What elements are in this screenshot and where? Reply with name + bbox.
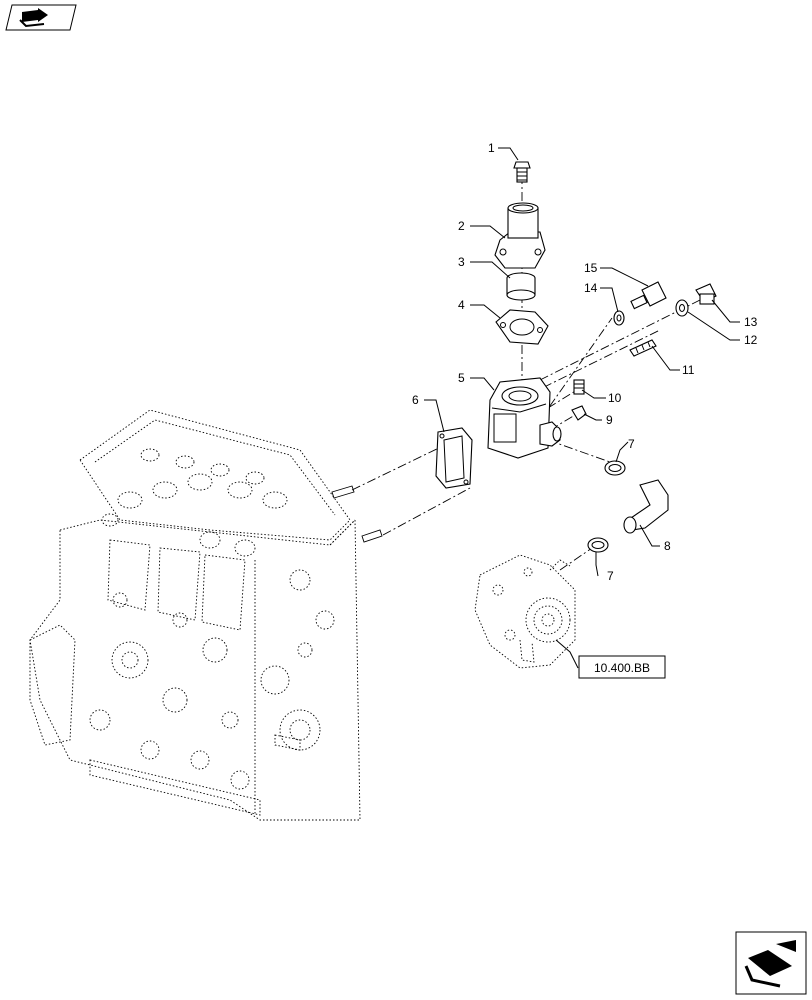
callout-15: 15 [584, 261, 598, 275]
callout-13: 13 [744, 315, 758, 329]
part-14-washer[interactable] [613, 310, 625, 326]
callout-3: 3 [458, 255, 465, 269]
book-arrow-icon[interactable] [5, 4, 77, 31]
callout-7-lower: 7 [607, 569, 614, 583]
part-5-thermostat-body[interactable] [487, 377, 562, 459]
callout-7-upper: 7 [628, 437, 635, 451]
reference-label: 10.400.BB [594, 661, 650, 675]
callout-5: 5 [458, 371, 465, 385]
part-3-thermostat[interactable] [506, 272, 536, 301]
engine-block [29, 409, 361, 821]
callout-labels: 1 2 3 4 5 6 7 8 7 9 10 11 12 13 14 15 [412, 141, 758, 583]
part-12-washer[interactable] [675, 299, 689, 317]
callout-1: 1 [488, 141, 495, 155]
engine-studs [331, 485, 383, 543]
part-2-thermostat-housing[interactable] [494, 202, 546, 269]
part-9-plug[interactable] [571, 405, 587, 421]
part-7-hose-clamp-upper[interactable] [604, 460, 626, 476]
callout-14: 14 [584, 281, 598, 295]
part-10-fitting[interactable] [573, 379, 585, 395]
callout-2: 2 [458, 219, 465, 233]
part-15-temperature-sender[interactable] [630, 281, 667, 310]
part-8-hose[interactable] [623, 479, 669, 534]
callout-6: 6 [412, 393, 419, 407]
part-4-gasket[interactable] [495, 309, 549, 345]
callout-11: 11 [682, 363, 695, 377]
part-11-stud[interactable] [629, 339, 657, 357]
callout-10: 10 [608, 391, 622, 405]
part-6-gasket[interactable] [435, 427, 473, 489]
part-7-hose-clamp-lower[interactable] [587, 537, 609, 553]
water-pump [474, 554, 576, 669]
callout-4: 4 [458, 298, 465, 312]
part-1-bolt[interactable] [513, 161, 531, 183]
reference-link-10-400-bb[interactable]: 10.400.BB [578, 655, 666, 679]
callout-12: 12 [744, 333, 758, 347]
callout-8: 8 [664, 539, 671, 553]
callout-9: 9 [606, 413, 613, 427]
part-13-plug-bolt[interactable] [695, 283, 717, 305]
leader-lines [424, 147, 740, 669]
book-arrow-return-icon[interactable] [735, 931, 807, 995]
